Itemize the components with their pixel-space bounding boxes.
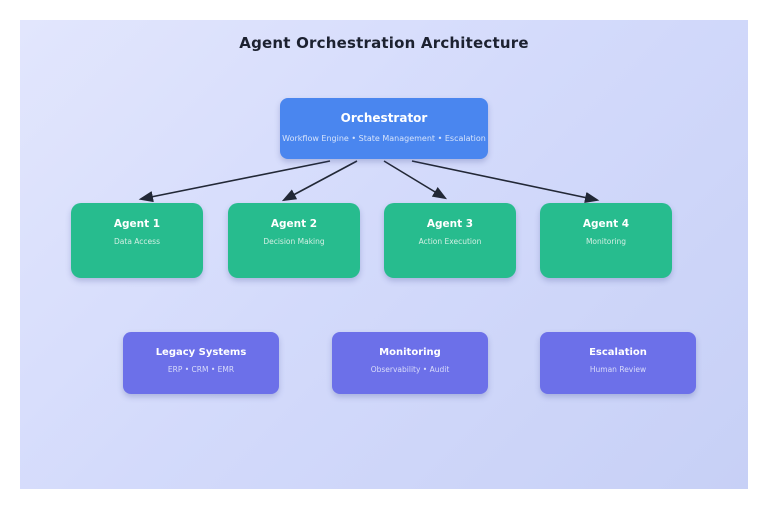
agent-4-node: Agent 4 Monitoring: [540, 203, 672, 278]
legacy-systems-title: Legacy Systems: [155, 347, 247, 358]
agent-3-title: Agent 3: [426, 218, 474, 230]
agent-4-subtitle: Monitoring: [585, 237, 627, 246]
escalation-subtitle: Human Review: [589, 365, 647, 374]
agent-1-title: Agent 1: [113, 218, 161, 230]
orchestrator-node: Orchestrator Workflow Engine • State Man…: [280, 98, 488, 159]
escalation-title: Escalation: [589, 347, 647, 358]
agent-2-node: Agent 2 Decision Making: [228, 203, 360, 278]
agent-4-title: Agent 4: [582, 218, 630, 230]
escalation-node: Escalation Human Review: [540, 332, 696, 394]
monitoring-node: Monitoring Observability • Audit: [332, 332, 488, 394]
agent-2-title: Agent 2: [270, 218, 318, 230]
agent-3-node: Agent 3 Action Execution: [384, 203, 516, 278]
agent-2-subtitle: Decision Making: [263, 237, 325, 246]
orchestrator-subtitle: Workflow Engine • State Management • Esc…: [282, 134, 486, 143]
monitoring-title: Monitoring: [379, 347, 441, 358]
legacy-systems-node: Legacy Systems ERP • CRM • EMR: [123, 332, 279, 394]
legacy-systems-subtitle: ERP • CRM • EMR: [167, 365, 235, 374]
orchestrator-title: Orchestrator: [340, 111, 428, 125]
monitoring-subtitle: Observability • Audit: [370, 365, 450, 374]
agent-3-subtitle: Action Execution: [418, 237, 482, 246]
agent-1-node: Agent 1 Data Access: [71, 203, 203, 278]
diagram-title: Agent Orchestration Architecture: [239, 34, 529, 52]
agent-1-subtitle: Data Access: [114, 237, 160, 246]
